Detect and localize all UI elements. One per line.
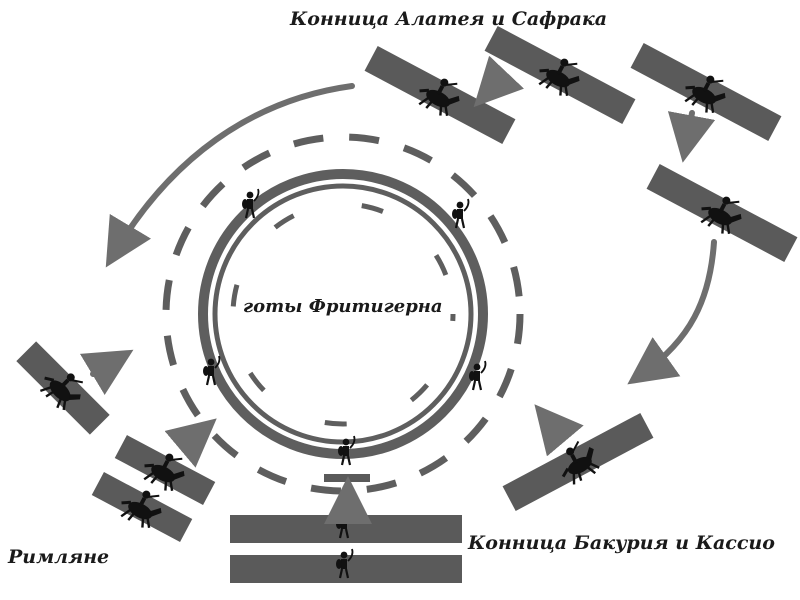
cavalry-unit (646, 164, 798, 262)
inner-wagon-dashes (230, 201, 456, 427)
cavalry-unit (114, 435, 216, 505)
cavalry-unit (502, 413, 654, 511)
label-fritigern-goths: готы Фритигерна (243, 296, 443, 317)
movement-arrows (79, 55, 717, 524)
roman-units (16, 341, 216, 542)
label-alatey-saphrax-cavalry: Конница Алатея и Сафрака (290, 8, 608, 30)
arrow-icon (667, 110, 716, 163)
cavalry-unit (91, 472, 193, 542)
cavalry-unit (630, 43, 782, 141)
label-romans: Римляне (8, 546, 110, 568)
cavalry-unit (364, 46, 516, 144)
label-bakurius-cassio-cavalry: Конница Бакурия и Кассио (468, 532, 775, 554)
arrow-icon (627, 239, 717, 385)
arrow-icon (105, 83, 355, 268)
cavalry-unit (16, 341, 110, 435)
unit-bar (324, 474, 370, 482)
outer-wagon-dashes (162, 133, 524, 495)
arrow-icon (534, 404, 584, 457)
arrow-icon (79, 349, 134, 396)
gothic-cavalry-units (364, 26, 798, 262)
cavalry-unit (484, 26, 636, 124)
arrow-icon (473, 55, 525, 108)
arrow-icon (164, 418, 217, 468)
roman-infantry-lines (230, 507, 462, 583)
